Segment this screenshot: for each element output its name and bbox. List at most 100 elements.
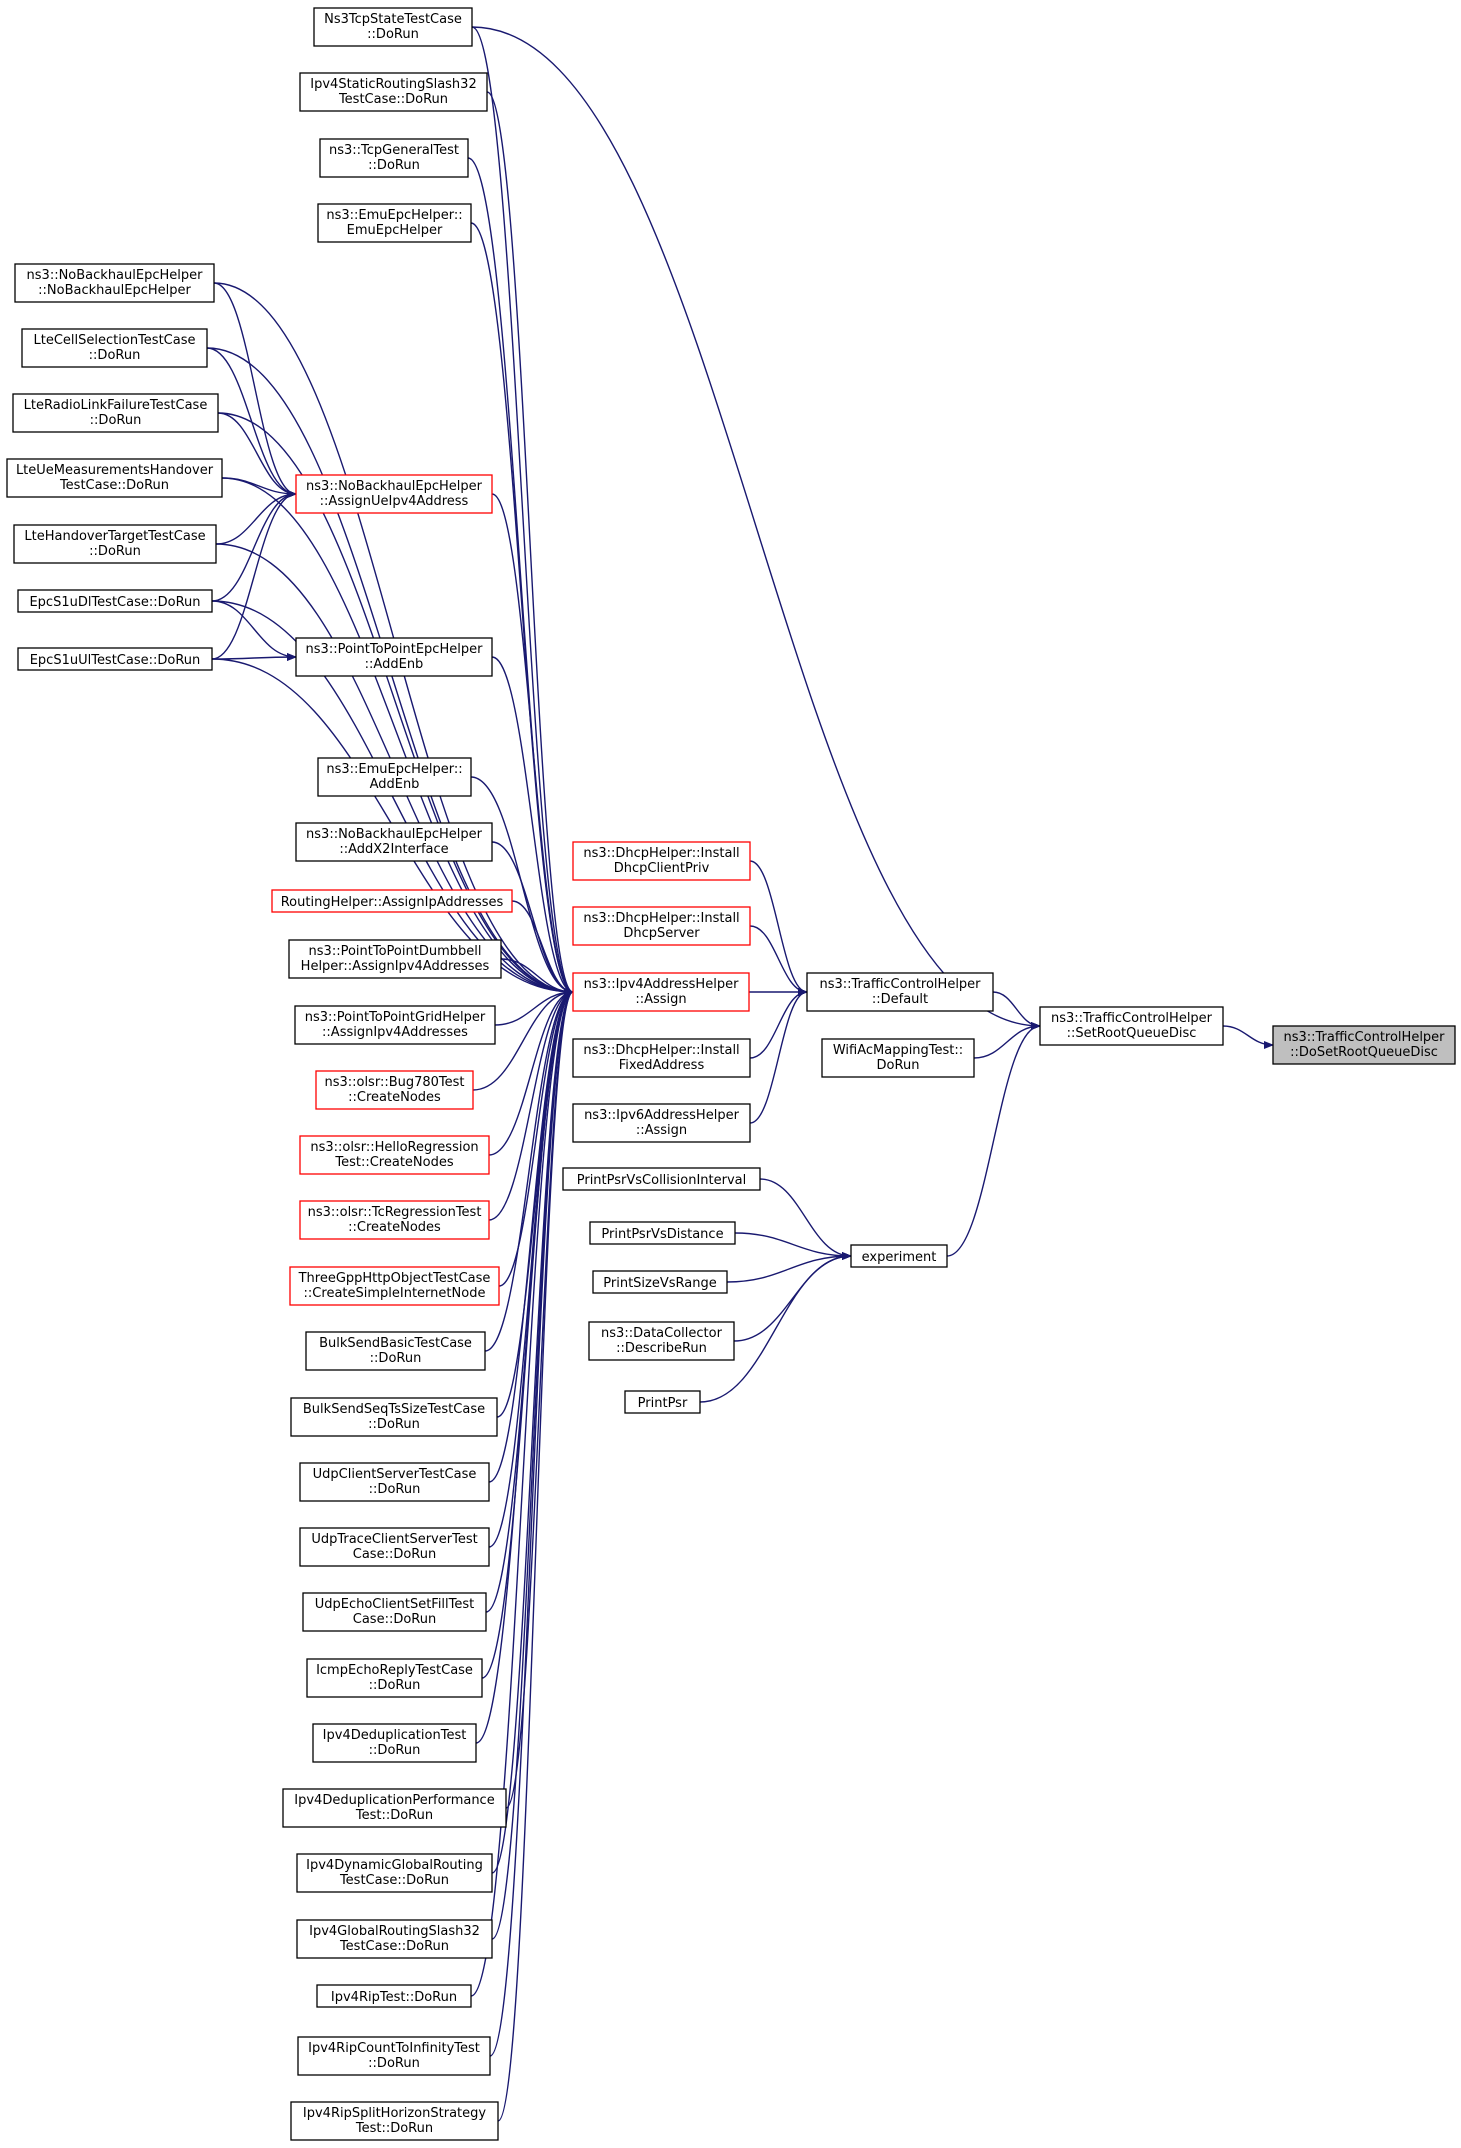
node-label: Ipv4DeduplicationTest bbox=[323, 1728, 467, 1743]
node-tcpstate[interactable]: Ns3TcpStateTestCase::DoRun bbox=[313, 7, 473, 47]
node-label: Helper::AssignIpv4Addresses bbox=[301, 959, 490, 974]
node-threegpp[interactable]: ThreeGppHttpObjectTestCase::CreateSimple… bbox=[289, 1266, 500, 1306]
node-label: EpcS1uUlTestCase::DoRun bbox=[30, 653, 201, 668]
edge-ipv4ripsplit-to-ipv4assign bbox=[497, 988, 574, 2122]
node-datacoll[interactable]: ns3::DataCollector::DescribeRun bbox=[588, 1321, 735, 1361]
node-label: IcmpEchoReplyTestCase bbox=[316, 1663, 473, 1678]
node-olsrtc[interactable]: ns3::olsr::TcRegressionTest::CreateNodes bbox=[299, 1200, 490, 1240]
node-ipv4assign[interactable]: ns3::Ipv4AddressHelper::Assign bbox=[572, 972, 750, 1012]
node-ipv4dedup[interactable]: Ipv4DeduplicationTest::DoRun bbox=[312, 1723, 477, 1763]
node-ipv6assign[interactable]: ns3::Ipv6AddressHelper::Assign bbox=[572, 1103, 751, 1143]
node-box bbox=[299, 1527, 490, 1567]
node-label: Case::DoRun bbox=[353, 1612, 436, 1627]
node-box bbox=[17, 589, 213, 613]
node-assignue[interactable]: ns3::NoBackhaulEpcHelper::AssignUeIpv4Ad… bbox=[295, 474, 493, 514]
node-label: ::DoRun bbox=[89, 544, 141, 559]
node-box bbox=[290, 2101, 499, 2141]
node-label: EpcS1uDlTestCase::DoRun bbox=[29, 595, 200, 610]
edge-udpcs-to-ipv4assign bbox=[488, 988, 574, 1483]
edge-ltecell-to-assignue bbox=[206, 347, 297, 498]
node-box bbox=[316, 1984, 472, 2008]
node-psrdist[interactable]: PrintPsrVsDistance bbox=[589, 1221, 736, 1245]
node-p2pdumbbell[interactable]: ns3::PointToPointDumbbellHelper::AssignI… bbox=[288, 939, 502, 979]
edge-ipv4dedup-to-ipv4assign bbox=[475, 988, 574, 1744]
node-label: UdpTraceClientServerTest bbox=[311, 1532, 477, 1547]
node-label: ns3::DataCollector bbox=[601, 1326, 723, 1341]
node-bulkseq[interactable]: BulkSendSeqTsSizeTestCase::DoRun bbox=[290, 1397, 498, 1437]
node-box bbox=[572, 972, 750, 1012]
node-label: ::AddX2Interface bbox=[339, 842, 448, 857]
node-p2pgrid[interactable]: ns3::PointToPointGridHelper::AssignIpv4A… bbox=[294, 1005, 496, 1045]
node-root[interactable]: ns3::TrafficControlHelper::DoSetRootQueu… bbox=[1272, 1025, 1456, 1065]
node-p2paddenb[interactable]: ns3::PointToPointEpcHelper::AddEnb bbox=[295, 637, 493, 677]
node-label: ns3::PointToPointGridHelper bbox=[305, 1010, 486, 1025]
node-box bbox=[317, 203, 472, 243]
node-ltehandover[interactable]: LteHandoverTargetTestCase::DoRun bbox=[13, 524, 217, 564]
node-setroot[interactable]: ns3::TrafficControlHelper::SetRootQueueD… bbox=[1039, 1006, 1224, 1046]
node-ltecell[interactable]: LteCellSelectionTestCase::DoRun bbox=[21, 328, 208, 368]
node-epcdl[interactable]: EpcS1uDlTestCase::DoRun bbox=[17, 589, 213, 613]
node-bulkbasic[interactable]: BulkSendBasicTestCase::DoRun bbox=[305, 1331, 486, 1371]
node-epcul[interactable]: EpcS1uUlTestCase::DoRun bbox=[17, 647, 213, 671]
node-label: WifiAcMappingTest:: bbox=[833, 1043, 963, 1058]
edge-olsrbug-to-ipv4assign bbox=[472, 988, 574, 1091]
node-wifiac[interactable]: WifiAcMappingTest::DoRun bbox=[821, 1038, 975, 1078]
node-emuaddenb[interactable]: ns3::EmuEpcHelper::AddEnb bbox=[317, 757, 472, 797]
edge-psrcoll-to-experiment bbox=[759, 1178, 852, 1260]
node-tcpgeneral[interactable]: ns3::TcpGeneralTest::DoRun bbox=[319, 138, 469, 178]
node-label: ns3::NoBackhaulEpcHelper bbox=[306, 479, 483, 494]
node-lteradio[interactable]: LteRadioLinkFailureTestCase::DoRun bbox=[12, 393, 219, 433]
node-box bbox=[624, 1390, 701, 1414]
node-nobackctor[interactable]: ns3::NoBackhaulEpcHelper::NoBackhaulEpcH… bbox=[14, 263, 215, 303]
node-label: BulkSendSeqTsSizeTestCase bbox=[303, 1402, 485, 1417]
node-label: Ipv4StaticRoutingSlash32 bbox=[310, 77, 476, 92]
edge-epcdl-to-assignue bbox=[211, 490, 297, 602]
node-sizerange[interactable]: PrintSizeVsRange bbox=[592, 1270, 728, 1294]
node-psrcoll[interactable]: PrintPsrVsCollisionInterval bbox=[562, 1167, 761, 1191]
node-label: Ipv4GlobalRoutingSlash32 bbox=[309, 1924, 480, 1939]
node-default[interactable]: ns3::TrafficControlHelper::Default bbox=[806, 972, 994, 1012]
node-label: ns3::TrafficControlHelper bbox=[1051, 1011, 1213, 1026]
node-box bbox=[14, 263, 215, 303]
node-label: ::DoRun bbox=[368, 158, 420, 173]
node-udpcs[interactable]: UdpClientServerTestCase::DoRun bbox=[299, 1462, 490, 1502]
node-label: ::AssignIpv4Addresses bbox=[322, 1025, 468, 1040]
node-label: ns3::TcpGeneralTest bbox=[329, 143, 459, 158]
node-label: TestCase::DoRun bbox=[339, 1939, 449, 1954]
node-label: ns3::DhcpHelper::Install bbox=[583, 1043, 739, 1058]
node-emuctor[interactable]: ns3::EmuEpcHelper::EmuEpcHelper bbox=[317, 203, 472, 243]
node-label: UdpClientServerTestCase bbox=[313, 1467, 477, 1482]
node-ipv4ripcount[interactable]: Ipv4RipCountToInfinityTest::DoRun bbox=[297, 2036, 491, 2076]
node-label: Test::DoRun bbox=[355, 2121, 433, 2136]
node-label: BulkSendBasicTestCase bbox=[319, 1336, 472, 1351]
node-label: ::DoRun bbox=[368, 2056, 420, 2071]
node-label: Test::DoRun bbox=[355, 1808, 433, 1823]
edge-ipv4ripcount-to-ipv4assign bbox=[489, 988, 574, 2057]
node-label: ::AddEnb bbox=[365, 657, 424, 672]
node-routinghelper[interactable]: RoutingHelper::AssignIpAddresses bbox=[271, 889, 513, 913]
node-olsrbug[interactable]: ns3::olsr::Bug780Test::CreateNodes bbox=[315, 1070, 474, 1110]
node-experiment[interactable]: experiment bbox=[850, 1244, 948, 1268]
node-label: ns3::olsr::HelloRegression bbox=[310, 1140, 478, 1155]
node-nobackx2[interactable]: ns3::NoBackhaulEpcHelper::AddX2Interface bbox=[295, 822, 493, 862]
node-olsrhello[interactable]: ns3::olsr::HelloRegressionTest::CreateNo… bbox=[299, 1135, 490, 1175]
node-label: ns3::EmuEpcHelper:: bbox=[326, 208, 462, 223]
node-ipv4rip[interactable]: Ipv4RipTest::DoRun bbox=[316, 1984, 472, 2008]
node-icmpecho[interactable]: IcmpEchoReplyTestCase::DoRun bbox=[306, 1658, 483, 1698]
edge-p2paddenb-to-ipv4assign bbox=[491, 656, 574, 996]
node-label: ns3::TrafficControlHelper bbox=[819, 977, 981, 992]
node-label: ::DescribeRun bbox=[616, 1341, 707, 1356]
node-printpsr[interactable]: PrintPsr bbox=[624, 1390, 701, 1414]
